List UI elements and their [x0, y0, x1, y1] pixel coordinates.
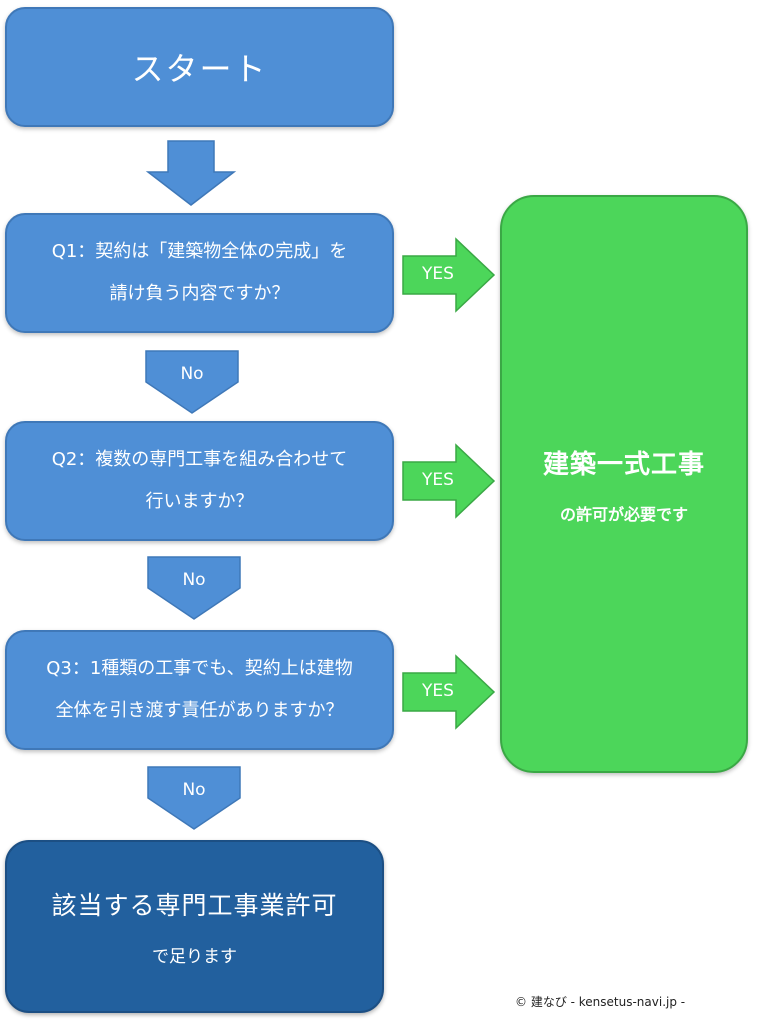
- result-title: 建築一式工事: [542, 449, 705, 480]
- final-subtitle: で足ります: [152, 947, 237, 967]
- no-label-q2: No: [182, 570, 206, 590]
- q3-line1: Q3：1種類の工事でも、契約上は建物: [46, 658, 353, 679]
- start-box: スタート: [5, 7, 394, 127]
- result-subtitle: の許可が必要です: [559, 504, 688, 524]
- q2-line1: Q2：複数の専門工事を組み合わせて: [51, 449, 348, 470]
- down-arrow-q3-no: [147, 766, 241, 830]
- start-label: スタート: [131, 50, 268, 88]
- q2-line2: 行いますか？: [145, 491, 254, 512]
- down-arrow-q1-no: [145, 350, 239, 414]
- no-label-q3: No: [182, 780, 206, 800]
- final-title: 該当する専門工事業許可: [51, 891, 338, 920]
- right-arrow-q3-yes: [402, 654, 496, 730]
- yes-label-q1: YES: [422, 264, 454, 284]
- question-box-q2: Q2：複数の専門工事を組み合わせて 行いますか？: [5, 421, 394, 541]
- down-arrow-start: [145, 140, 237, 206]
- q3-line2: 全体を引き渡す責任がありますか？: [55, 700, 344, 721]
- result-box-general-construction: 建築一式工事 の許可が必要です: [500, 195, 748, 773]
- yes-label-q3: YES: [422, 681, 454, 701]
- question-box-q3: Q3：1種類の工事でも、契約上は建物 全体を引き渡す責任がありますか？: [5, 630, 394, 750]
- final-box-specialty-permit: 該当する専門工事業許可 で足ります: [5, 840, 384, 1013]
- copyright-credit: © 建なび - kensetus-navi.jp -: [515, 995, 686, 1009]
- q1-line2: 請け負う内容ですか？: [109, 283, 290, 304]
- question-box-q1: Q1：契約は「建築物全体の完成」を 請け負う内容ですか？: [5, 213, 394, 333]
- q1-line1: Q1：契約は「建築物全体の完成」を: [51, 241, 348, 262]
- no-label-q1: No: [180, 364, 204, 384]
- right-arrow-q1-yes: [402, 237, 496, 313]
- yes-label-q2: YES: [422, 470, 454, 490]
- right-arrow-q2-yes: [402, 443, 496, 519]
- down-arrow-q2-no: [147, 556, 241, 620]
